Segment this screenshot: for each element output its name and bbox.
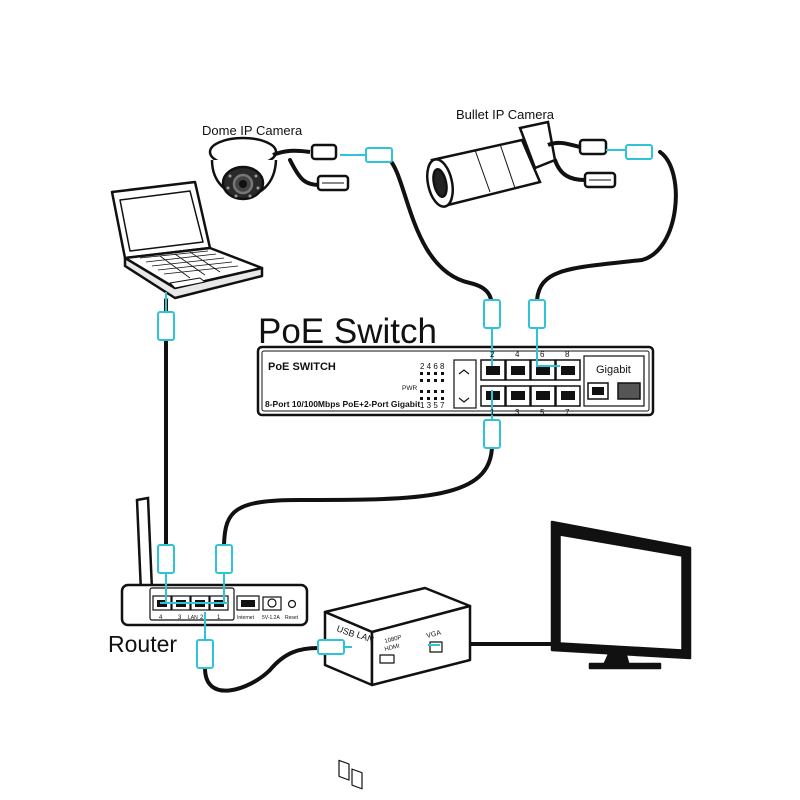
cable-dome-switch bbox=[386, 156, 494, 314]
switch-port-label-8: 8 bbox=[565, 350, 570, 359]
cable-bullet-switch bbox=[535, 150, 678, 302]
gigabit-sfp-port bbox=[617, 382, 641, 400]
nvr-hdmi-label: HDMI bbox=[384, 643, 401, 653]
nvr-hdmi-port bbox=[379, 654, 395, 664]
switch-port-label-2: 2 bbox=[490, 350, 495, 359]
cable-bullet-power bbox=[553, 158, 587, 182]
cable-router-nvr bbox=[203, 646, 320, 693]
switch-model-text: 8-Port 10/100Mbps PoE+2-Port Gigabit bbox=[265, 399, 420, 409]
nvr-res-label: 1080P bbox=[384, 635, 402, 645]
nvr-vga-port bbox=[429, 641, 443, 653]
router bbox=[120, 496, 309, 627]
nvr-vga-label: VGA bbox=[426, 629, 442, 639]
switch-port-label-3: 3 bbox=[515, 408, 520, 417]
connector-router-bottom bbox=[196, 639, 214, 669]
router-reset-label: Reset bbox=[285, 615, 299, 621]
connector-switch-left-top bbox=[483, 299, 501, 329]
switch-led-grid bbox=[420, 372, 444, 400]
router-port-label-2: 2 bbox=[200, 615, 204, 621]
connector-router-top-left bbox=[157, 544, 175, 574]
connector-links bbox=[160, 149, 626, 648]
switch-port-label-6: 6 bbox=[540, 350, 545, 359]
connector-switch-bottom bbox=[483, 419, 501, 449]
connector-router-top-right bbox=[215, 544, 233, 574]
router-port-label-3: 3 bbox=[178, 615, 182, 621]
poe-switch bbox=[256, 345, 655, 417]
bullet-ip-camera bbox=[425, 120, 617, 208]
connector-dome bbox=[365, 147, 393, 163]
cable-switch-router bbox=[222, 443, 494, 547]
switch-port-label-5: 5 bbox=[540, 408, 545, 417]
label-poe-switch: PoE Switch bbox=[258, 312, 437, 351]
switch-port-label-7: 7 bbox=[565, 408, 570, 417]
switch-pwr-text: PWR bbox=[402, 385, 417, 392]
label-dome-camera: Dome IP Camera bbox=[202, 123, 303, 138]
dome-ip-camera bbox=[208, 136, 350, 201]
router-port-label-1: 1 bbox=[217, 615, 221, 621]
connector-bullet bbox=[625, 144, 653, 160]
router-port-label-4: 4 bbox=[159, 615, 163, 621]
switch-port-label-1: 1 bbox=[490, 408, 495, 417]
label-bullet-camera: Bullet IP Camera bbox=[456, 107, 555, 122]
router-reset-button bbox=[287, 599, 297, 609]
nvr-box bbox=[323, 586, 472, 790]
router-internet-label: Internet bbox=[237, 615, 255, 621]
switch-brand-text: PoE SWITCH bbox=[268, 361, 336, 373]
laptop bbox=[110, 180, 264, 300]
router-power-label: 5V-1.2A bbox=[262, 615, 280, 621]
connector-nvr-lan bbox=[317, 639, 345, 655]
monitor bbox=[550, 520, 692, 670]
router-lan-label: LAN bbox=[188, 615, 198, 621]
label-router: Router bbox=[108, 631, 177, 657]
switch-led-top-labels: 2 4 6 8 bbox=[420, 362, 445, 371]
switch-port-label-4: 4 bbox=[515, 350, 520, 359]
switch-gigabit-text: Gigabit bbox=[596, 364, 631, 376]
connector-switch-right-top bbox=[528, 299, 546, 329]
cable-dome-power bbox=[288, 158, 322, 187]
connector-laptop bbox=[157, 311, 175, 341]
switch-led-bottom-labels: 1 3 5 7 bbox=[420, 401, 445, 410]
